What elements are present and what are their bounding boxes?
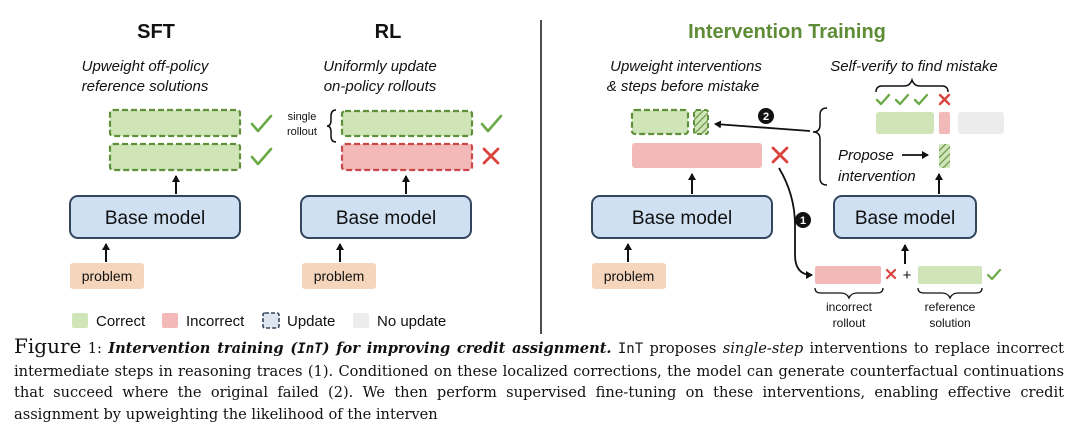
rl-brace-label-line2: rollout (287, 126, 317, 138)
legend-no-update-swatch (353, 313, 369, 328)
legend-correct-label: Correct (96, 313, 146, 330)
int-update-intervention (693, 109, 709, 135)
cross-icon (938, 93, 951, 106)
int-left-subtitle-line1: Upweight interventions (610, 58, 762, 75)
caption-text-1: proposes (643, 340, 723, 357)
incorrect-rollout-label-line2: rollout (833, 316, 866, 330)
int-base-model-box-right (833, 195, 977, 239)
check-icon (875, 93, 891, 106)
check-icon (894, 93, 910, 106)
plus-sign: + (903, 267, 912, 284)
sft-update-bar-1 (108, 108, 242, 138)
sft-problem-box (70, 263, 144, 289)
rl-update-bar-correct (340, 109, 474, 138)
sft-problem-label: problem (82, 268, 133, 284)
reference-solution-brace (917, 287, 983, 300)
rl-brace-label-line1: single (288, 111, 317, 123)
input-reference-solution-bar (918, 266, 982, 284)
cross-icon (885, 268, 897, 280)
propose-label-line1: Propose (838, 147, 894, 164)
proposed-intervention-step (939, 144, 950, 168)
reference-solution-label-line1: reference (925, 300, 976, 314)
caption-figure-word: Figure (14, 334, 82, 358)
legend-incorrect-label: Incorrect (186, 313, 245, 330)
figure-caption: Figure 1: Intervention training (InT) fo… (14, 334, 1064, 425)
rl-problem-label: problem (314, 268, 365, 284)
sft-subtitle-line2: reference solutions (82, 78, 209, 95)
legend-correct-swatch (72, 313, 88, 328)
check-icon (480, 114, 503, 133)
int-right-bracket (812, 107, 828, 186)
check-icon (986, 268, 1002, 281)
rl-brace (326, 109, 337, 143)
sft-base-model-box (69, 195, 241, 239)
step1-badge (795, 212, 811, 228)
int-problem-box (592, 263, 666, 289)
caption-single-step: single-step (722, 340, 804, 357)
legend-no-update-label: No update (377, 313, 446, 330)
int-left-subtitle-line2: & steps before mistake (607, 78, 760, 95)
cross-icon (771, 146, 789, 164)
step2-number: 2 (763, 111, 769, 123)
rl-title: RL (375, 21, 402, 43)
propose-label-line2: intervention (838, 168, 916, 185)
rl-subtitle-line1: Uniformly update (323, 58, 436, 75)
int-update-bar-prefix (630, 108, 690, 136)
int-problem-label: problem (604, 268, 655, 284)
input-incorrect-rollout-bar (815, 266, 881, 284)
step2-arrow (714, 120, 811, 132)
cross-icon (482, 147, 500, 165)
sft-subtitle-line1: Upweight off-policy (82, 58, 210, 75)
int-right-subtitle: Self-verify to find mistake (830, 58, 998, 75)
verified-mistake-step (939, 112, 950, 134)
rl-base-model-box (300, 195, 472, 239)
rl-update-bar-incorrect (340, 142, 474, 172)
caption-figure-number: 1: (87, 340, 102, 357)
self-verify-brace (875, 77, 949, 93)
rl-subtitle-line2: on-policy rollouts (324, 78, 437, 95)
step2-badge (758, 108, 774, 124)
caption-title-code: InT (297, 341, 323, 357)
incorrect-rollout-brace (814, 287, 884, 300)
step1-number: 1 (800, 215, 806, 227)
sft-base-model-label: Base model (105, 208, 205, 229)
legend-incorrect-swatch (162, 313, 178, 328)
rl-base-model-label: Base model (336, 208, 436, 229)
int-base-model-label-left: Base model (632, 208, 732, 229)
no-update-remainder-bar (958, 112, 1004, 134)
rl-problem-box (302, 263, 376, 289)
caption-title-a: Intervention training ( (108, 340, 298, 357)
caption-int-word: InT (617, 341, 644, 357)
legend-update-label: Update (287, 313, 335, 330)
int-title: Intervention Training (688, 21, 886, 43)
caption-text-2: interventions to replace incorrect inter… (14, 340, 1064, 423)
incorrect-rollout-label-line1: incorrect (826, 300, 873, 314)
caption-title-b: ) for improving credit assignment. (322, 340, 612, 357)
int-base-model-label-right: Base model (855, 208, 955, 229)
check-icon (250, 114, 273, 133)
step1-arrow (778, 167, 813, 279)
check-icon (250, 147, 273, 166)
int-incorrect-rollout-bar (632, 143, 762, 168)
watermark-overlay (808, 412, 1064, 440)
verified-correct-steps-bar (876, 112, 934, 134)
int-base-model-box-left (591, 195, 773, 239)
check-icon (913, 93, 929, 106)
reference-solution-label-line2: solution (929, 316, 970, 330)
legend-update-swatch (262, 312, 280, 329)
sft-update-bar-2 (108, 142, 242, 172)
sft-title: SFT (137, 21, 175, 43)
